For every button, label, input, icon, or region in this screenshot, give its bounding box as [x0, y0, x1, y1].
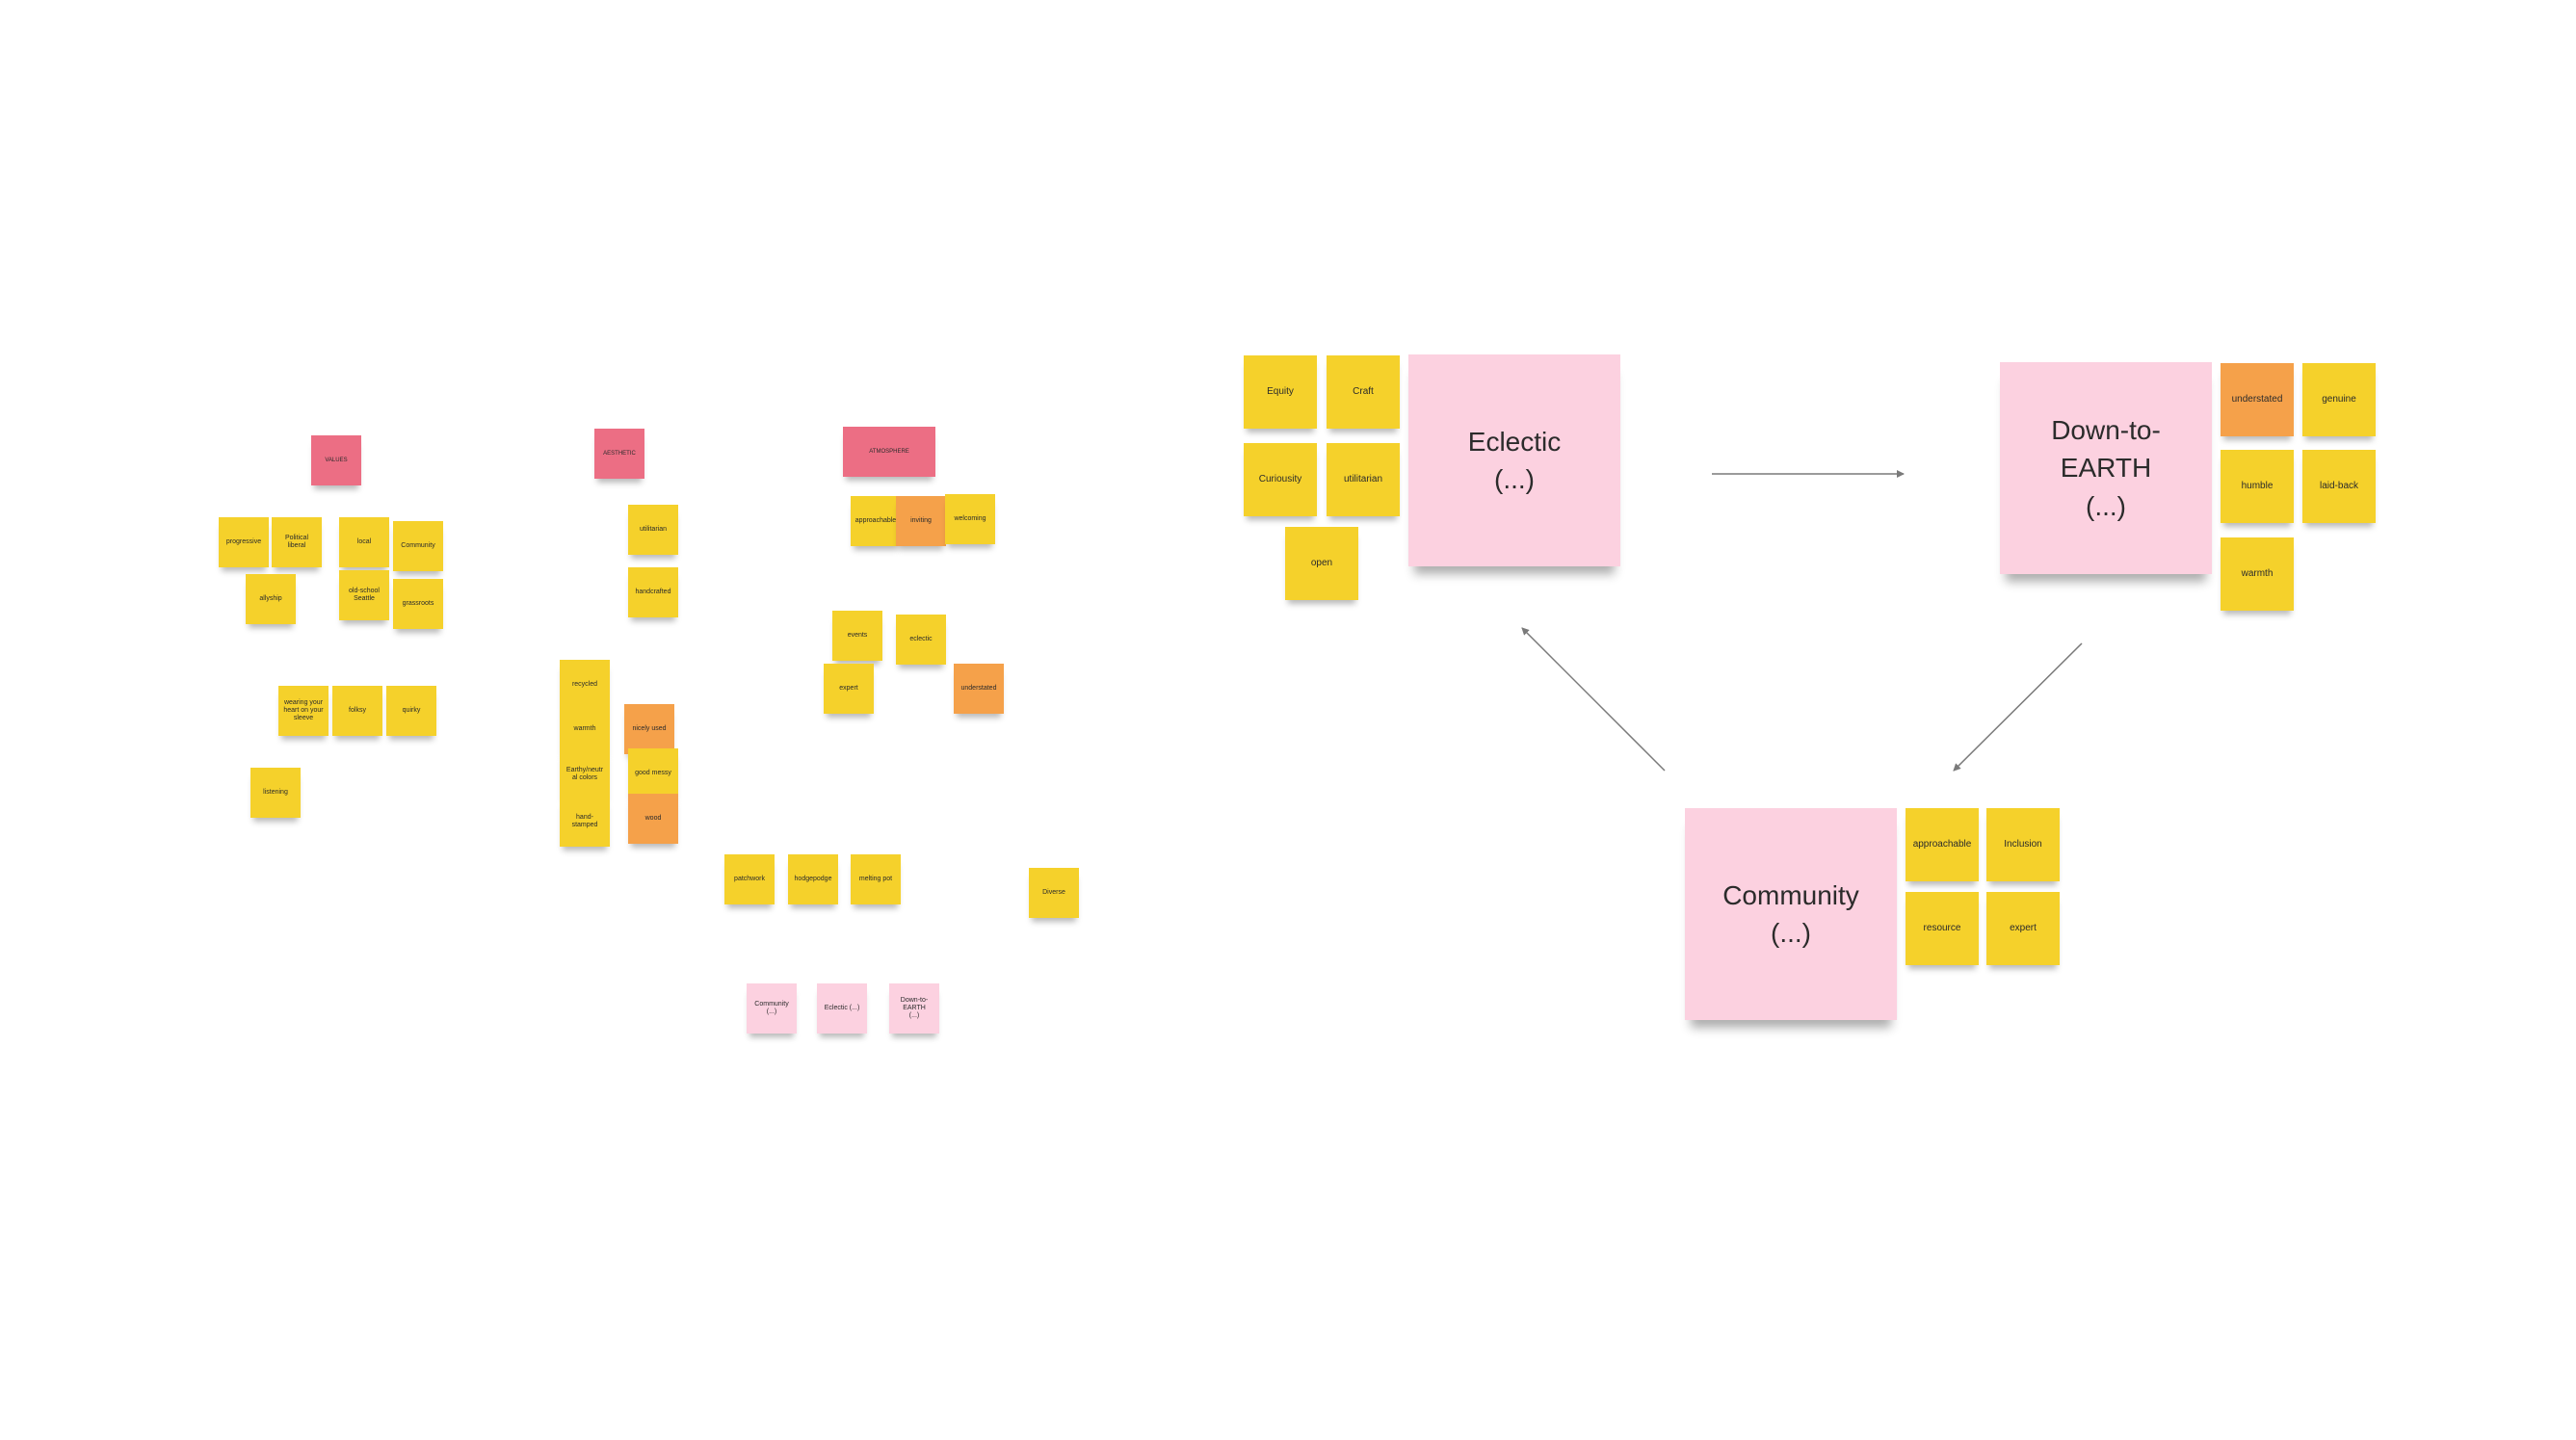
sticky-note[interactable]: humble	[2221, 450, 2294, 523]
sticky-note[interactable]: hodgepodge	[788, 854, 838, 904]
sticky-note[interactable]: hand- stamped	[560, 797, 610, 847]
sticky-note[interactable]: recycled	[560, 660, 610, 710]
sticky-note[interactable]: Earthy/neutr al colors	[560, 749, 610, 799]
sticky-note[interactable]: utilitarian	[628, 505, 678, 555]
sticky-note[interactable]: approachable	[851, 496, 901, 546]
sticky-note[interactable]: folksy	[332, 686, 382, 736]
sticky-note[interactable]: Inclusion	[1986, 808, 2060, 881]
sticky-note[interactable]: Community	[393, 521, 443, 571]
sticky-note[interactable]: old-school Seattle	[339, 570, 389, 620]
connector-down-to-earth-to-community[interactable]	[1953, 642, 2083, 772]
sticky-note[interactable]: nicely used	[624, 704, 674, 754]
sticky-note[interactable]: warmth	[2221, 537, 2294, 611]
sticky-note[interactable]: warmth	[560, 704, 610, 754]
sticky-note[interactable]: resource	[1906, 892, 1979, 965]
sticky-note[interactable]: understated	[2221, 363, 2294, 436]
summary-note-community[interactable]: Community (...)	[747, 983, 797, 1034]
sticky-note[interactable]: good messy	[628, 748, 678, 799]
sticky-note[interactable]: Equity	[1244, 355, 1317, 429]
sticky-note[interactable]: melting pot	[851, 854, 901, 904]
sticky-note[interactable]: expert	[1986, 892, 2060, 965]
sticky-note[interactable]: grassroots	[393, 579, 443, 629]
sticky-note[interactable]: Craft	[1327, 355, 1400, 429]
sticky-note[interactable]: Curiousity	[1244, 443, 1317, 516]
sticky-note[interactable]: open	[1285, 527, 1358, 600]
summary-note-eclectic[interactable]: Eclectic (...)	[817, 983, 867, 1034]
sticky-note[interactable]: Diverse	[1029, 868, 1079, 918]
sticky-note[interactable]: welcoming	[945, 494, 995, 544]
sticky-note[interactable]: Political liberal	[272, 517, 322, 567]
sticky-note[interactable]: progressive	[219, 517, 269, 567]
values-header-note[interactable]: VALUES	[311, 435, 361, 485]
sticky-note[interactable]: eclectic	[896, 615, 946, 665]
theme-note-down-to-earth[interactable]: Down-to- EARTH (...)	[2000, 362, 2212, 574]
sticky-note[interactable]: handcrafted	[628, 567, 678, 617]
summary-note-down-to-earth[interactable]: Down-to- EARTH (...)	[889, 983, 939, 1034]
sticky-note[interactable]: approachable	[1906, 808, 1979, 881]
sticky-note[interactable]: local	[339, 517, 389, 567]
sticky-note[interactable]: utilitarian	[1327, 443, 1400, 516]
sticky-note[interactable]: laid-back	[2302, 450, 2376, 523]
sticky-note[interactable]: quirky	[386, 686, 436, 736]
connector-community-to-eclectic[interactable]	[1521, 627, 1666, 772]
sticky-note[interactable]: wood	[628, 794, 678, 844]
sticky-note[interactable]: wearing your heart on your sleeve	[278, 686, 329, 736]
sticky-note[interactable]: events	[832, 611, 882, 661]
sticky-note[interactable]: allyship	[246, 574, 296, 624]
sticky-note[interactable]: understated	[954, 664, 1004, 714]
sticky-note[interactable]: genuine	[2302, 363, 2376, 436]
sticky-note[interactable]: inviting	[896, 496, 946, 546]
theme-note-community[interactable]: Community (...)	[1685, 808, 1897, 1020]
sticky-note[interactable]: listening	[250, 768, 301, 818]
sticky-note[interactable]: expert	[824, 664, 874, 714]
atmosphere-header-note[interactable]: ATMOSPHERE	[843, 427, 935, 477]
theme-note-eclectic[interactable]: Eclectic (...)	[1408, 354, 1620, 566]
sticky-note[interactable]: patchwork	[724, 854, 775, 904]
aesthetic-header-note[interactable]: AESTHETIC	[594, 429, 644, 479]
